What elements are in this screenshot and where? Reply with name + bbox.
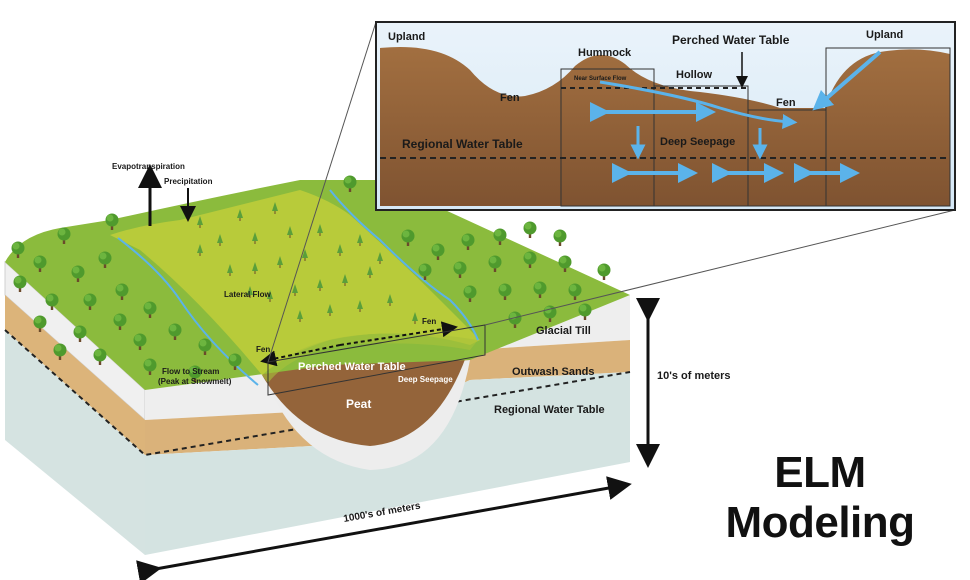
inset-label-upland-right: Upland [866,29,903,41]
zoom-connector-top [267,21,377,363]
label-glacial-till: Glacial Till [536,325,591,337]
near-surface-flow-arrow [599,80,798,129]
fen-flow-arrow-left [260,344,341,367]
label-flow-to-stream: Flow to Stream [162,367,219,376]
label-regional-water-table: Regional Water Table [494,404,605,416]
inset-label-regional-water-table: Regional Water Table [402,137,523,151]
label-outwash-sands: Outwash Sands [512,366,595,378]
lowland-gradient [262,333,478,383]
label-precipitation: Precipitation [164,177,213,186]
inset-label-hollow: Hollow [676,69,712,81]
width-scale-arrow [136,476,632,580]
wetland-surface [110,190,480,375]
block-diagram: Evapotranspiration Precipitation Lateral… [4,21,956,580]
regional-water-table-line [4,329,631,457]
inset-label-perched-water-table: Perched Water Table [672,33,790,47]
label-perched-water-table: Perched Water Table [298,361,406,373]
label-depth-scale: 10's of meters [657,370,731,382]
label-fen-left: Fen [256,345,270,354]
side-face-till [145,295,630,420]
title-line-1: ELM [774,448,866,497]
label-peat: Peat [346,397,371,411]
inset-label-near-surface-flow: Near Surface Flow [574,76,627,82]
front-face-sand [5,295,145,455]
zoom-connector-bottom [484,209,956,326]
front-face-water [5,330,145,555]
inset-label-fen-left: Fen [500,92,520,104]
inset-label-hummock: Hummock [578,47,632,59]
elm-title: ELM Modeling [690,448,950,548]
label-deep-seepage: Deep Seepage [398,375,453,384]
label-flow-to-stream-sub: (Peak at Snowmelt) [158,377,232,386]
label-lateral-flow: Lateral Flow [224,290,271,299]
inset-label-upland-left: Upland [388,31,425,43]
upland-inflow-arrow [812,50,882,111]
label-fen-right: Fen [422,317,436,326]
stream-right [329,189,479,341]
label-evapotranspiration: Evapotranspiration [112,162,185,171]
inset-cross-section: Upland Hummock Perched Water Table Uplan… [375,21,956,211]
inset-label-deep-seepage: Deep Seepage [660,136,735,148]
fen-flow-arrow-right [339,321,458,346]
zoom-region-outline [267,324,486,396]
title-line-2: Modeling [725,498,915,547]
inset-box-upland [825,47,951,207]
inset-label-fen-right: Fen [776,97,796,109]
